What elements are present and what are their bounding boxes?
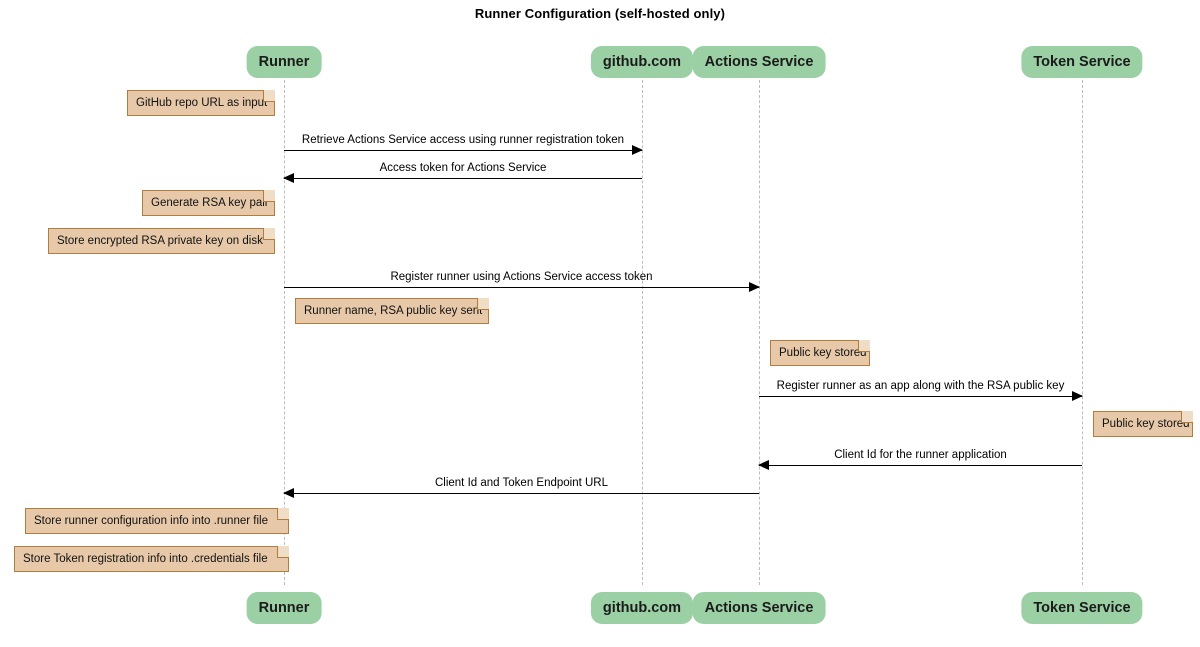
- note-text: Store runner configuration info into .ru…: [34, 515, 268, 527]
- note-fold-corner-icon: [477, 298, 489, 310]
- diagram-title: Runner Configuration (self-hosted only): [474, 6, 726, 21]
- participant-header-actions[interactable]: Actions Service: [692, 46, 826, 78]
- note-fold-corner-icon: [277, 508, 289, 520]
- note-fold-corner-icon: [1181, 411, 1193, 423]
- message-label: Register runner as an app along with the…: [776, 380, 1065, 392]
- participant-header-runner[interactable]: Runner: [246, 46, 322, 78]
- arrowhead-icon: [632, 145, 643, 155]
- participant-header-token[interactable]: Token Service: [1021, 46, 1143, 78]
- note-note-1: GitHub repo URL as input: [127, 90, 275, 116]
- note-note-2: Generate RSA key pair: [142, 190, 275, 216]
- arrowhead-icon: [283, 488, 294, 498]
- note-fold-corner-icon: [263, 190, 275, 202]
- note-text: Public key stored: [1102, 418, 1190, 430]
- note-note-3: Store encrypted RSA private key on disk: [48, 228, 275, 254]
- message-line: [759, 465, 1082, 466]
- arrowhead-icon: [1072, 391, 1083, 401]
- note-text: Public key stored: [779, 347, 867, 359]
- note-fold-corner-icon: [263, 228, 275, 240]
- participant-footer-token[interactable]: Token Service: [1021, 592, 1143, 624]
- arrowhead-icon: [758, 460, 769, 470]
- arrowhead-icon: [283, 173, 294, 183]
- note-text: Store encrypted RSA private key on disk: [57, 235, 263, 247]
- note-note-8: Store Token registration info into .cred…: [14, 546, 289, 572]
- note-note-7: Store runner configuration info into .ru…: [25, 508, 289, 534]
- message-label: Client Id and Token Endpoint URL: [434, 477, 609, 489]
- note-text: Runner name, RSA public key sent: [304, 305, 483, 317]
- message-label: Client Id for the runner application: [834, 449, 1007, 461]
- message-label: Register runner using Actions Service ac…: [390, 271, 653, 283]
- arrowhead-icon: [749, 282, 760, 292]
- message-line: [759, 396, 1082, 397]
- message-label: Access token for Actions Service: [379, 162, 547, 174]
- lifeline-github: [642, 80, 643, 585]
- message-line: [284, 493, 759, 494]
- note-note-5: Public key stored: [770, 340, 870, 366]
- note-note-4: Runner name, RSA public key sent: [295, 298, 489, 324]
- message-label: Retrieve Actions Service access using ru…: [301, 134, 625, 146]
- note-note-6: Public key stored: [1093, 411, 1193, 437]
- note-fold-corner-icon: [277, 546, 289, 558]
- participant-header-github[interactable]: github.com: [590, 46, 694, 78]
- note-text: Generate RSA key pair: [151, 197, 269, 209]
- note-text: GitHub repo URL as input: [136, 97, 268, 109]
- lifeline-runner: [284, 80, 285, 585]
- message-line: [284, 178, 642, 179]
- note-text: Store Token registration info into .cred…: [23, 553, 268, 565]
- message-line: [284, 287, 759, 288]
- participant-footer-runner[interactable]: Runner: [246, 592, 322, 624]
- lifeline-actions: [759, 80, 760, 585]
- note-fold-corner-icon: [263, 90, 275, 102]
- lifeline-token: [1082, 80, 1083, 585]
- participant-footer-actions[interactable]: Actions Service: [692, 592, 826, 624]
- participant-footer-github[interactable]: github.com: [590, 592, 694, 624]
- message-line: [284, 150, 642, 151]
- note-fold-corner-icon: [858, 340, 870, 352]
